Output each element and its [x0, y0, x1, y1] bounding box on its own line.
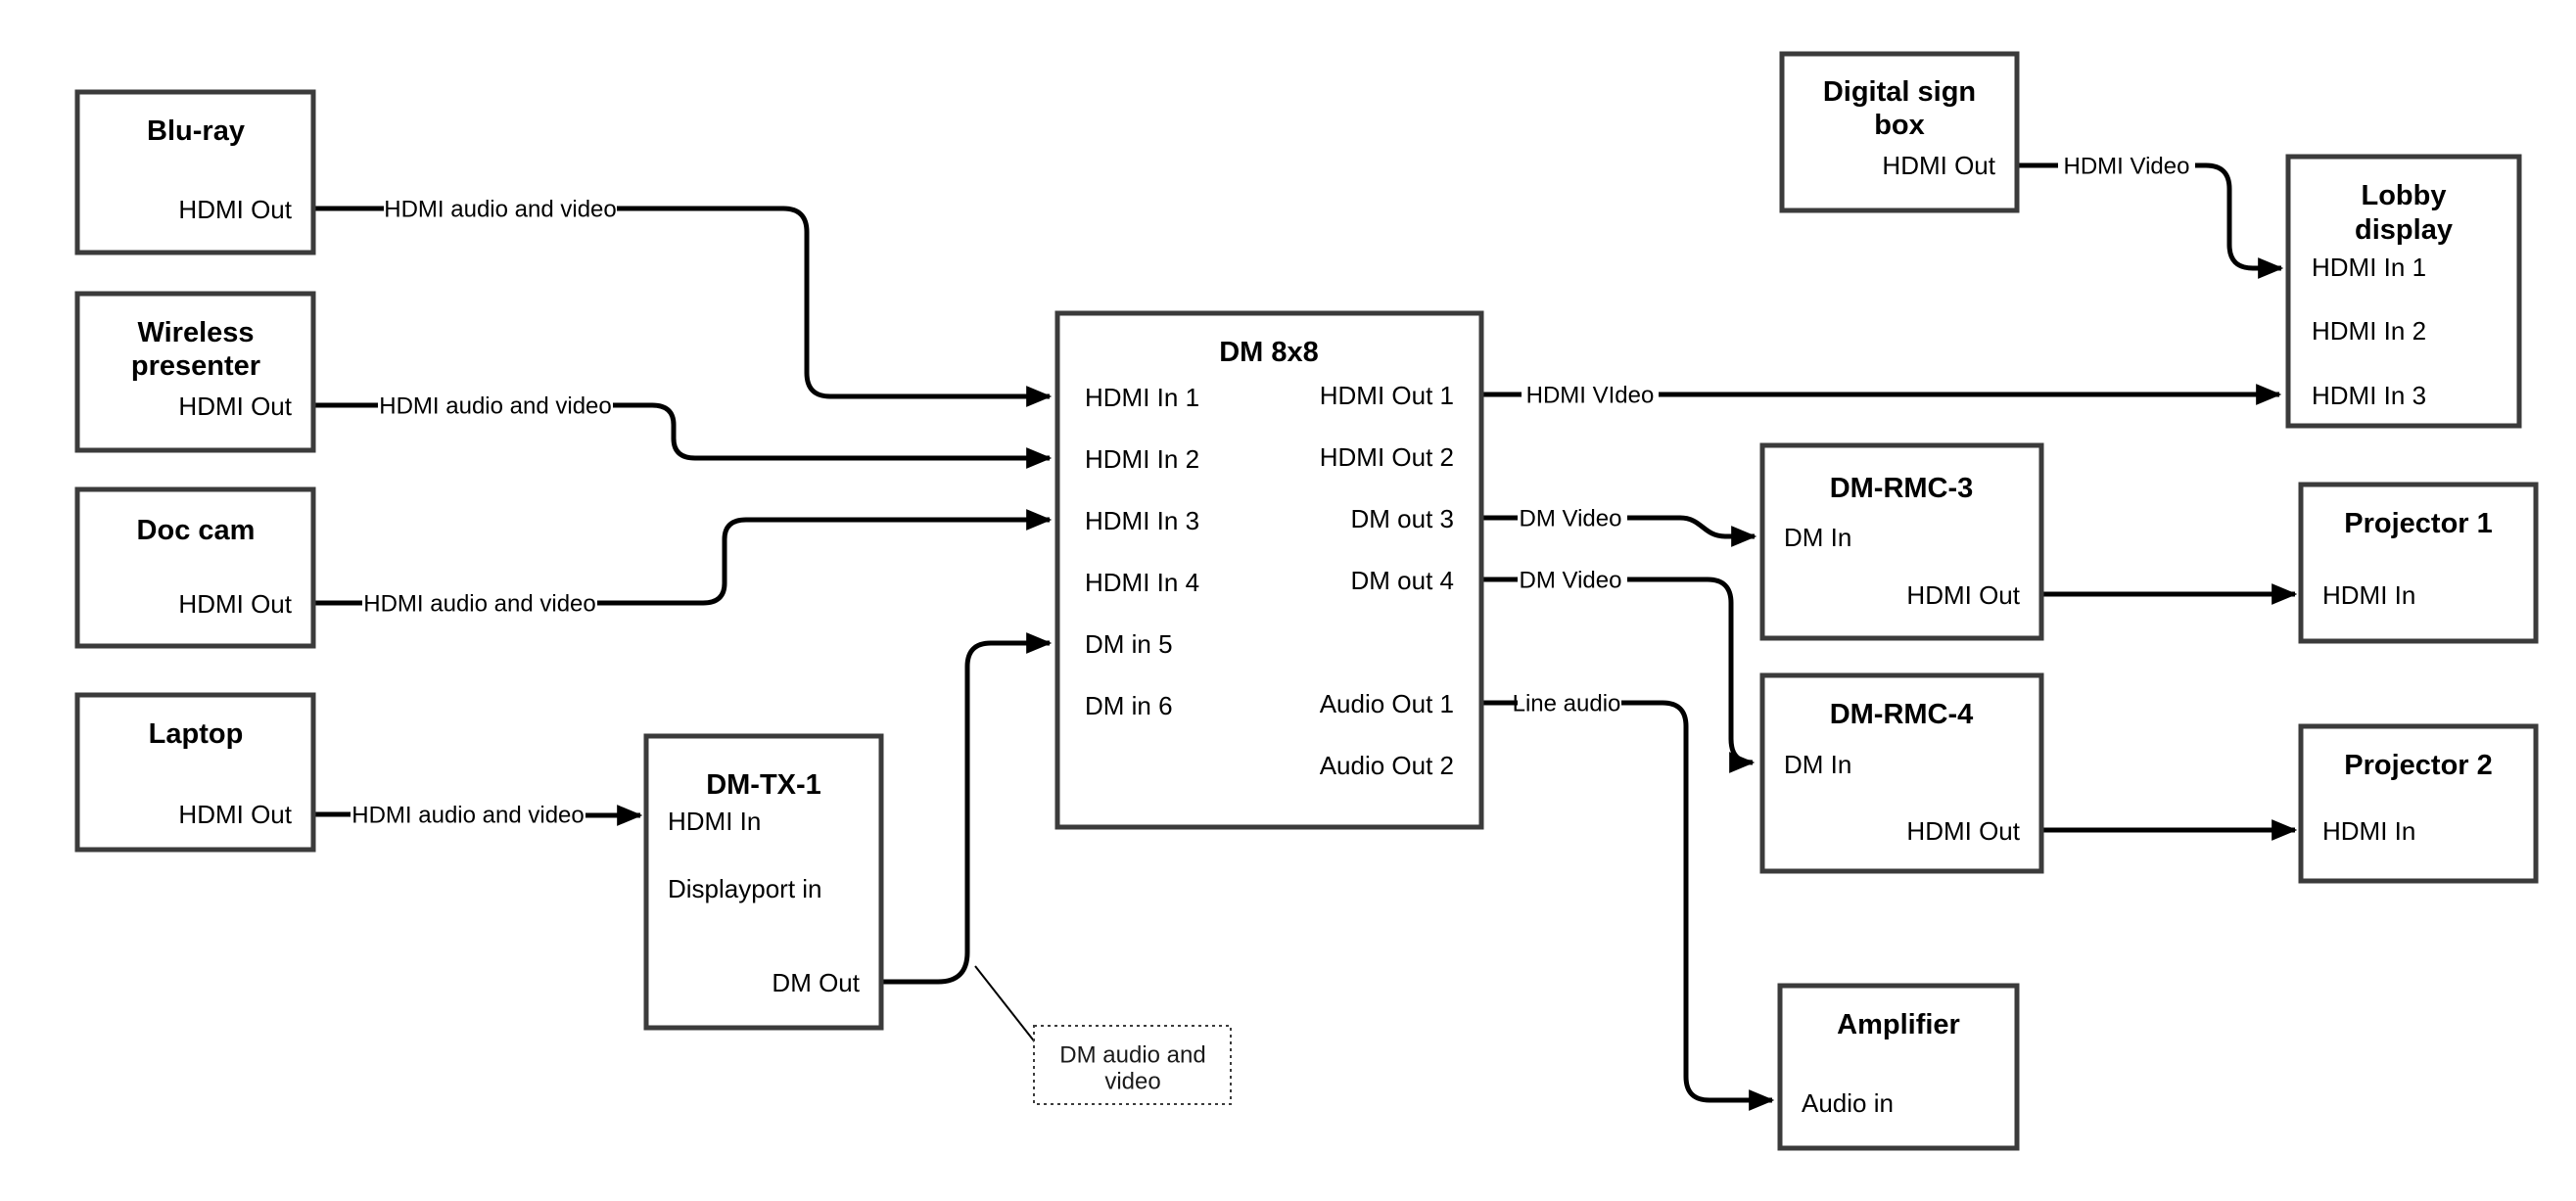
wire-label-dm-video-1: DM Video [1520, 506, 1622, 532]
node-laptop-box [74, 692, 316, 853]
node-dm-tx-1: DM-TX-1 HDMI In Displayport in DM Out [643, 733, 884, 1031]
port-dm8x8-dm-out-3: DM out 3 [1351, 504, 1455, 533]
node-lobby-display: Lobby display HDMI In 1 HDMI In 2 HDMI I… [2285, 154, 2522, 429]
port-wireless-hdmi-out: HDMI Out [178, 392, 292, 421]
callout-leader-line [974, 965, 1037, 1044]
node-projector-1: Projector 1 HDMI In [2298, 482, 2539, 644]
node-proj2-box [2298, 723, 2539, 884]
wire-dm8x8-out3-to-rmc3-b [1627, 515, 1757, 547]
node-dm8x8-box [1054, 310, 1484, 830]
callout-box [1033, 1025, 1232, 1105]
node-doccam-title: Doc cam [137, 515, 256, 546]
port-digitalsign-hdmi-out: HDMI Out [1882, 151, 1995, 180]
wire-digitalsign-to-lobby-b [2195, 162, 2284, 279]
node-dmtx1-title: DM-TX-1 [706, 769, 821, 801]
node-dmtx1-box [643, 733, 884, 1031]
node-projector-2: Projector 2 HDMI In [2298, 723, 2539, 884]
callout-text-line2: video [1104, 1069, 1160, 1095]
wires: HDMI audio and video HDMI audio and vide… [313, 154, 2298, 1111]
node-digitalsign-title-line2: box [1874, 110, 1925, 141]
wire-label-wireless: HDMI audio and video [379, 393, 611, 420]
port-proj1-hdmi-in: HDMI In [2322, 580, 2415, 610]
port-dm8x8-hdmi-out-2: HDMI Out 2 [1320, 442, 1454, 472]
wire-label-doccam: HDMI audio and video [363, 591, 595, 618]
wire-bluray-to-dm8x8-in1-b [617, 206, 1053, 407]
port-doccam-hdmi-out: HDMI Out [178, 589, 292, 619]
port-lobby-hdmi-in-2: HDMI In 2 [2312, 316, 2426, 346]
wire-dm8x8-ao1-to-amp-b [1621, 700, 1775, 1111]
port-dm8x8-audio-out-1: Audio Out 1 [1320, 689, 1454, 718]
port-dm8x8-dm-in-5: DM in 5 [1085, 629, 1173, 659]
node-dm8x8-title: DM 8x8 [1219, 337, 1319, 368]
port-lobby-hdmi-in-3: HDMI In 3 [2312, 381, 2426, 410]
port-dmtx1-hdmi-in: HDMI In [668, 807, 761, 836]
node-digital-sign-box: Digital sign box HDMI Out [1779, 51, 2020, 213]
node-proj2-title: Projector 2 [2344, 750, 2493, 781]
node-doc-cam: Doc cam HDMI Out [74, 486, 316, 649]
node-amplifier-title: Amplifier [1837, 1009, 1960, 1040]
node-digitalsign-title-line1: Digital sign [1823, 76, 1976, 108]
node-lobby-title-line2: display [2355, 214, 2453, 246]
node-wireless-presenter: Wireless presenter HDMI Out [74, 291, 316, 453]
node-dm-8x8: DM 8x8 HDMI In 1 HDMI In 2 HDMI In 3 HDM… [1054, 310, 1484, 830]
port-lobby-hdmi-in-1: HDMI In 1 [2312, 253, 2426, 282]
wire-label-hdmi-video-out1: HDMI VIdeo [1526, 383, 1655, 409]
wire-doccam-to-dm8x8-in3-b [597, 509, 1053, 606]
wire-label-hdmi-video-sign: HDMI Video [2064, 154, 2190, 180]
node-dmrmc3-box [1759, 442, 2044, 641]
node-amplifier-box [1777, 983, 2020, 1151]
port-dmrmc3-dm-in: DM In [1784, 523, 1851, 552]
node-laptop: Laptop HDMI Out [74, 692, 316, 853]
node-doccam-box [74, 486, 316, 649]
node-wireless-box [74, 291, 316, 453]
port-dmrmc4-dm-in: DM In [1784, 750, 1851, 779]
port-proj2-hdmi-in: HDMI In [2322, 816, 2415, 846]
node-dmrmc4-title: DM-RMC-4 [1830, 699, 1974, 730]
node-lobby-title-line1: Lobby [2362, 180, 2447, 211]
node-bluray: Blu-ray HDMI Out [74, 89, 316, 255]
node-dm-rmc-3: DM-RMC-3 DM In HDMI Out [1759, 442, 2044, 641]
port-dm8x8-dm-in-6: DM in 6 [1085, 691, 1173, 720]
wire-label-laptop: HDMI audio and video [351, 803, 584, 829]
node-proj1-box [2298, 482, 2539, 644]
callout-text-line1: DM audio and [1059, 1042, 1205, 1069]
port-amplifier-audio-in: Audio in [1802, 1088, 1894, 1118]
node-proj1-title: Projector 1 [2344, 508, 2493, 539]
node-dm-rmc-4: DM-RMC-4 DM In HDMI Out [1759, 672, 2044, 874]
callout-dm-audio-and-video: DM audio and video [1033, 1025, 1232, 1105]
port-dm8x8-hdmi-out-1: HDMI Out 1 [1320, 381, 1454, 410]
node-wireless-title-line1: Wireless [137, 317, 254, 348]
wire-dm8x8-out4-to-rmc4-b [1627, 577, 1756, 773]
wire-wireless-to-dm8x8-in2-b [613, 402, 1053, 469]
port-dm8x8-hdmi-in-1: HDMI In 1 [1085, 383, 1199, 412]
wire-label-dm-video-2: DM Video [1520, 568, 1622, 594]
node-dmrmc3-title: DM-RMC-3 [1830, 473, 1974, 504]
wire-label-line-audio: Line audio [1513, 691, 1621, 717]
node-bluray-title: Blu-ray [147, 115, 245, 147]
node-lobby-box [2285, 154, 2522, 429]
port-dm8x8-dm-out-4: DM out 4 [1351, 566, 1455, 595]
port-dm8x8-hdmi-in-4: HDMI In 4 [1085, 568, 1199, 597]
node-wireless-title-line2: presenter [131, 350, 260, 382]
node-laptop-title: Laptop [149, 718, 244, 750]
wire-label-bluray: HDMI audio and video [384, 197, 616, 223]
port-dm8x8-audio-out-2: Audio Out 2 [1320, 751, 1454, 780]
node-dmrmc4-box [1759, 672, 2044, 874]
port-dmtx1-displayport-in: Displayport in [668, 874, 822, 903]
port-dm8x8-hdmi-in-3: HDMI In 3 [1085, 506, 1199, 535]
port-dmrmc4-hdmi-out: HDMI Out [1906, 816, 2020, 846]
port-bluray-hdmi-out: HDMI Out [178, 195, 292, 224]
wire-dmtx1-to-dm8x8-in5 [881, 632, 1053, 985]
node-bluray-box [74, 89, 316, 255]
port-laptop-hdmi-out: HDMI Out [178, 800, 292, 829]
port-dm8x8-hdmi-in-2: HDMI In 2 [1085, 444, 1199, 474]
port-dmtx1-dm-out: DM Out [772, 968, 860, 997]
node-digitalsign-box [1779, 51, 2020, 213]
port-dmrmc3-hdmi-out: HDMI Out [1906, 580, 2020, 610]
node-amplifier: Amplifier Audio in [1777, 983, 2020, 1151]
